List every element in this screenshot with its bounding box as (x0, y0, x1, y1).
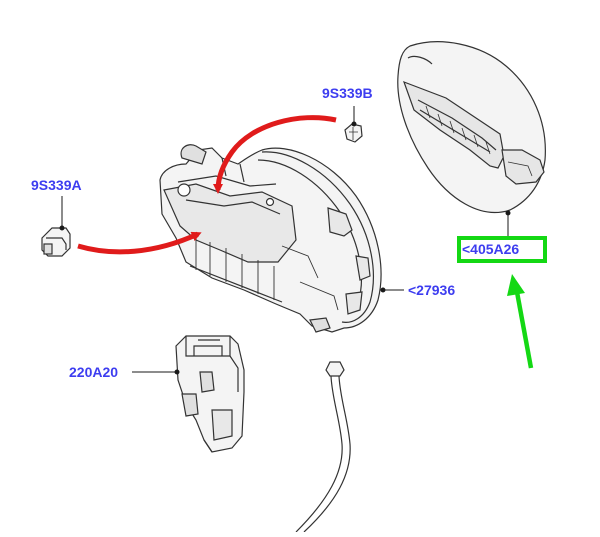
callout-label-9S339B[interactable]: 9S339B (322, 85, 373, 101)
leader-dot-9S339B (351, 121, 357, 127)
green-pointer-arrow (507, 274, 534, 369)
leader-dot-27936 (380, 287, 386, 293)
bracket-clip (41, 227, 71, 257)
leader-dot-220A20 (174, 369, 180, 375)
leader-lines (59, 106, 511, 375)
callout-label-9S339A[interactable]: 9S339A (31, 177, 82, 193)
red-flow-arrow-clip (77, 231, 202, 255)
callout-label-405A26[interactable]: <405A26 (462, 241, 520, 257)
leader-dot-405A26 (505, 210, 511, 216)
actuator (175, 335, 245, 453)
leader-dot-9S339A (59, 225, 65, 231)
fuel-filler-door (397, 41, 546, 214)
callout-label-27936[interactable]: <27936 (408, 282, 456, 298)
red-flow-arrow-screw (213, 115, 337, 194)
callout-label-220A20[interactable]: 220A20 (69, 364, 119, 380)
drain-hose (295, 361, 351, 533)
screw (344, 123, 363, 143)
filler-pipe-housing (159, 144, 382, 333)
green-highlight-box (457, 236, 547, 263)
